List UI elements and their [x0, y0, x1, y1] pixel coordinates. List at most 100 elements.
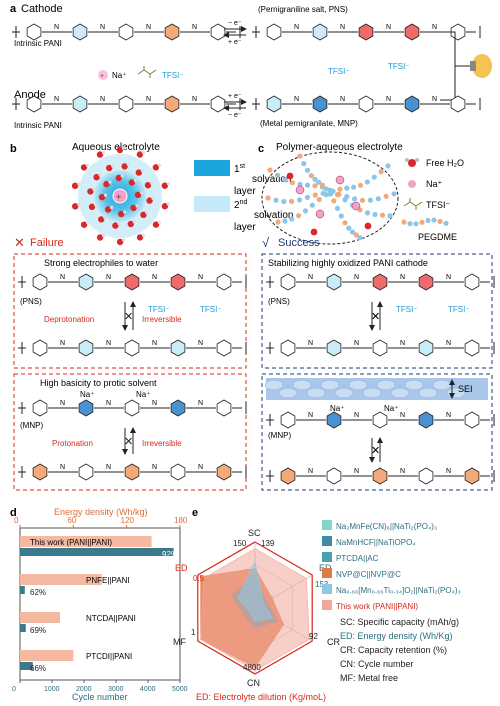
energy-bar [20, 650, 74, 661]
nitrogen-atom: N [106, 400, 111, 407]
benzene-ring [170, 463, 186, 481]
svg-text:Free H₂O: Free H₂O [426, 158, 464, 168]
top-tick-label: 180 [174, 516, 188, 525]
benzene-ring [124, 273, 140, 291]
benzene-ring [372, 411, 388, 429]
peg-bead [391, 191, 397, 197]
peg-bead [312, 176, 318, 182]
success-arrows-2: ✕ [369, 437, 383, 463]
benzene-ring [170, 399, 186, 417]
peg-bead [359, 197, 366, 203]
sei-cell [292, 379, 312, 391]
legend-swatch [322, 568, 332, 578]
peg-bead [304, 167, 311, 173]
peg-bead [312, 192, 318, 198]
benzene-ring [26, 95, 42, 113]
water-hydrogen [149, 181, 154, 185]
failure-arrows-1: ✕ [122, 301, 136, 331]
sei-cell [348, 379, 368, 391]
panel-d-letter: d [10, 507, 17, 519]
peg-bead [282, 218, 288, 224]
benzene-ring [78, 339, 94, 357]
sei-cell [432, 379, 452, 391]
benzene-ring [78, 399, 94, 417]
category-label: PTCDI||PANI [86, 652, 132, 661]
water-hydrogen [111, 164, 115, 168]
benzene-ring [326, 339, 342, 357]
panel-c-letter: c [258, 143, 264, 155]
radar-chart: SCEDCRCNMFED15013915392480010.5 [173, 528, 340, 688]
peg-legend-bead [431, 217, 437, 223]
peg-bead [349, 229, 356, 235]
legend-swatch [322, 520, 332, 530]
peg-bead [364, 210, 371, 216]
radar-value-label: 92 [309, 632, 318, 641]
energy-axis-label: Energy density (Wh/kg) [54, 507, 148, 517]
water-oxygen [96, 151, 104, 158]
legend-swatch [322, 552, 332, 562]
nitrogen-atom: N [432, 24, 437, 31]
benzene-ring [464, 273, 480, 291]
nitrogen-atom: N [60, 340, 65, 347]
benzene-ring [464, 467, 480, 485]
water-oxygen [104, 206, 112, 213]
nitrogen-atom: N [446, 274, 451, 281]
benzene-ring [450, 95, 466, 113]
svg-text:Na⁺: Na⁺ [384, 404, 398, 413]
nitrogen-atom: N [400, 412, 405, 419]
benzene-ring [326, 273, 342, 291]
peg-bead [301, 161, 307, 167]
benzene-ring [124, 339, 140, 357]
sei-cell [334, 387, 354, 399]
svg-text:✕: ✕ [124, 311, 133, 323]
abbreviation-list: SC: Specific capacity (mAh/g)ED: Energy … [340, 617, 459, 683]
benzene-ring [32, 399, 48, 417]
peg-bead [344, 194, 350, 200]
nitrogen-atom: N [308, 468, 313, 475]
svg-text:(MNP): (MNP) [268, 431, 291, 440]
benzene-ring [418, 339, 434, 357]
benzene-ring [216, 273, 232, 291]
water-hydrogen [108, 180, 112, 184]
svg-text:TFSI⁻: TFSI⁻ [200, 305, 222, 314]
sei-cell [306, 387, 326, 399]
peg-legend-bead [407, 221, 413, 227]
peg-bead [357, 182, 364, 188]
water-oxygen [98, 216, 105, 223]
benzene-ring [124, 463, 140, 481]
water-oxygen [98, 194, 106, 201]
panel-b-letter: b [10, 143, 17, 155]
success-box-1 [261, 253, 493, 369]
intrinsic-pani-label-bottom: Intrinsic PANI [14, 121, 62, 130]
benzene-ring [404, 23, 420, 41]
svg-text:Na⁺: Na⁺ [330, 404, 344, 413]
free-water [364, 222, 372, 230]
peg-bead [274, 172, 281, 178]
peg-bead [364, 179, 370, 185]
failure-arrows-2: ✕ [122, 427, 136, 455]
svg-text:TFSI⁻: TFSI⁻ [162, 71, 184, 80]
svg-text:Deprotonation: Deprotonation [44, 315, 94, 324]
peg-bead [308, 173, 314, 179]
benzene-ring [124, 399, 140, 417]
nitrogen-atom: N [294, 96, 299, 103]
svg-text:(PNS): (PNS) [268, 297, 290, 306]
benzene-ring [170, 339, 186, 357]
peg-bead [334, 205, 341, 211]
benzene-ring [418, 411, 434, 429]
benzene-ring [280, 411, 296, 429]
failure-box1-title: Strong electrophiles to water [44, 258, 158, 268]
peg-bead [378, 169, 384, 175]
nitrogen-atom: N [354, 340, 359, 347]
failure-label: Failure [30, 237, 64, 249]
water-hydrogen [117, 222, 121, 226]
peg-bead [289, 180, 296, 186]
radar-series [237, 560, 273, 622]
benzene-ring [78, 273, 94, 291]
